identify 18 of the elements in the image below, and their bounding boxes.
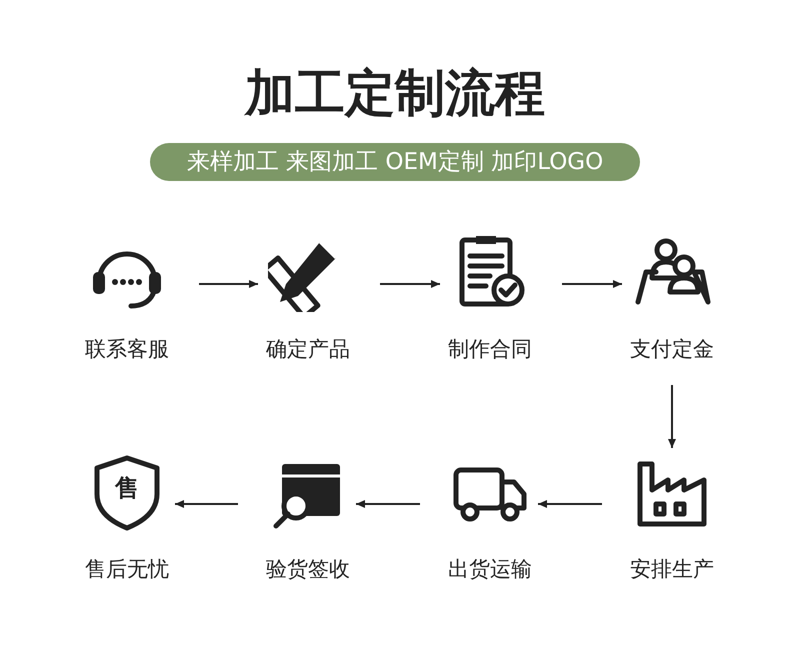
arrow xyxy=(356,500,420,508)
service-banner: 来样加工 来图加工 OEM定制 加印LOGO xyxy=(150,143,640,181)
step-label: 验货签收 xyxy=(265,556,351,582)
shield-glyph: 售 xyxy=(114,474,140,502)
arrow xyxy=(175,500,238,508)
arrow xyxy=(562,280,622,288)
step-label: 制作合同 xyxy=(447,336,533,362)
step-label: 支付定金 xyxy=(629,336,715,362)
arrow xyxy=(380,280,440,288)
arrow xyxy=(538,500,602,508)
arrow xyxy=(668,385,676,448)
step-label: 确定产品 xyxy=(265,336,351,362)
title: 加工定制流程 xyxy=(243,63,546,124)
arrow xyxy=(199,280,258,288)
step-label: 安排生产 xyxy=(629,556,715,582)
step-label: 售后无忧 xyxy=(84,556,170,582)
step-label: 联系客服 xyxy=(84,336,170,362)
step-label: 出货运输 xyxy=(447,556,533,582)
